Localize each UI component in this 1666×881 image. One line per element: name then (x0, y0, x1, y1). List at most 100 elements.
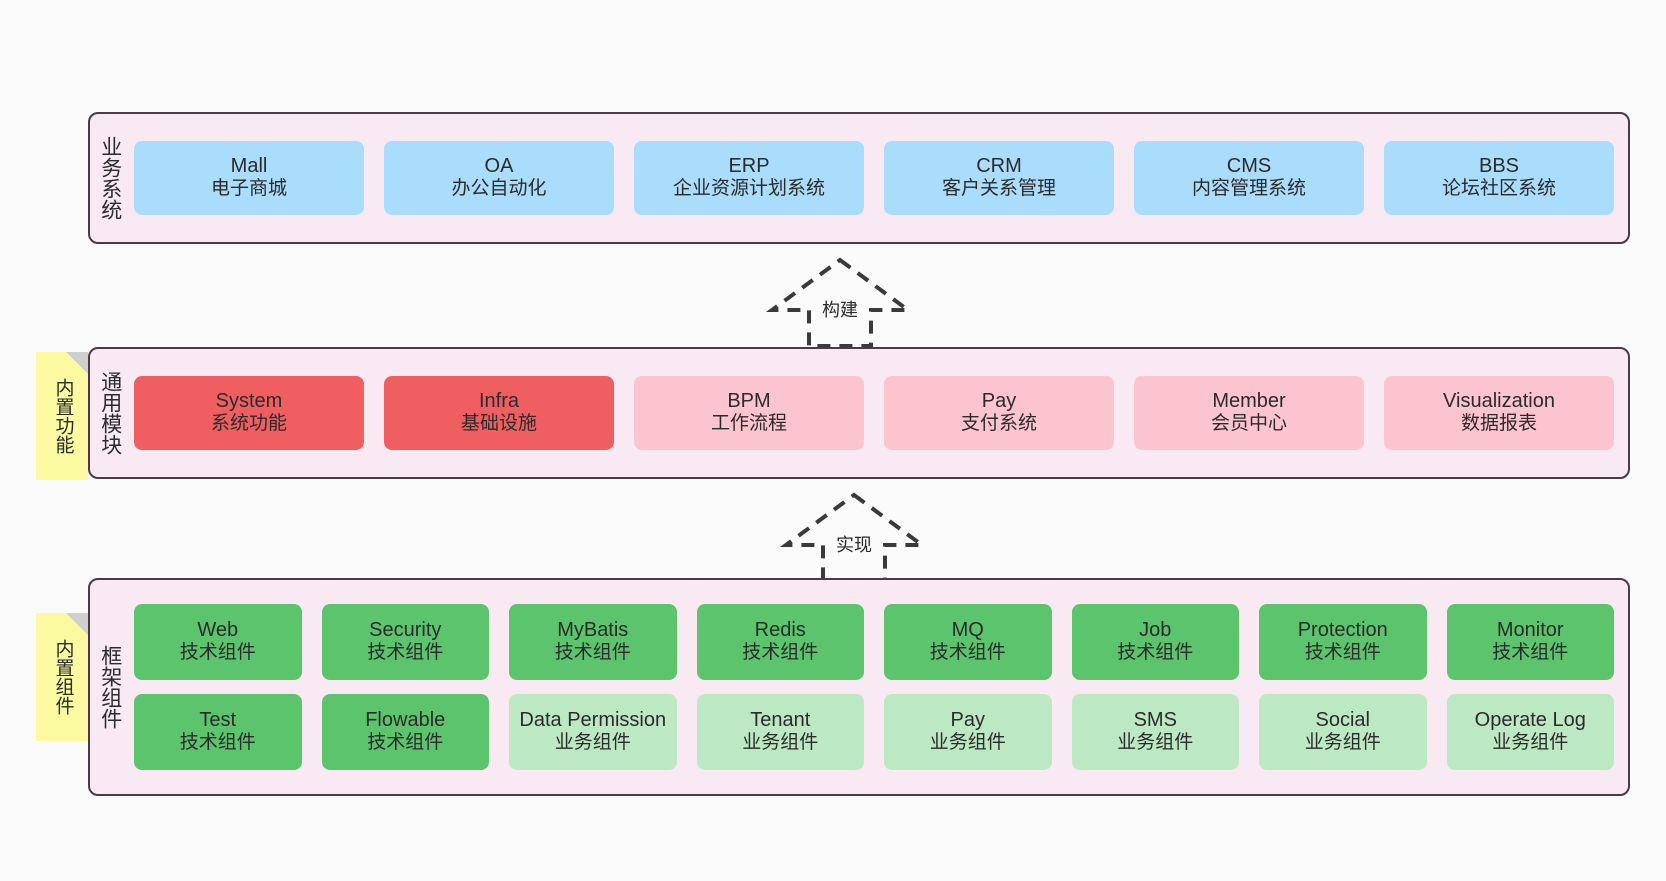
node-subtitle: 技术组件 (554, 642, 631, 664)
node-title: Operate Log (1474, 708, 1586, 731)
node-title: System (215, 389, 283, 412)
node-title: Monitor (1496, 618, 1564, 641)
node-subtitle: 技术组件 (179, 642, 256, 664)
node-subtitle: 办公自动化 (451, 178, 547, 200)
sticky-note-builtin-components: 内置组件 (36, 613, 88, 741)
node-title: ERP (728, 154, 770, 177)
node-title: Security (369, 618, 442, 641)
node-subtitle: 技术组件 (367, 732, 444, 754)
node-subtitle: 技术组件 (929, 642, 1006, 664)
node-title: BPM (727, 389, 771, 412)
node-subtitle: 业务组件 (742, 732, 819, 754)
node-subtitle: 技术组件 (1492, 642, 1569, 664)
node-title: Member (1212, 389, 1286, 412)
layer-common-label: 通用模块 (98, 371, 122, 455)
node-title: Visualization (1443, 389, 1555, 412)
node-subtitle: 支付系统 (960, 413, 1037, 435)
connector-implement-label: 实现 (836, 535, 872, 555)
node-title: Job (1139, 618, 1172, 641)
node-subtitle: 电子商城 (210, 178, 287, 200)
sticky-note-builtin-components-label: 内置组件 (52, 639, 74, 715)
node-subtitle: 业务组件 (554, 732, 631, 754)
node-subtitle: 技术组件 (1304, 642, 1381, 664)
node-title: Pay (950, 708, 985, 731)
node-subtitle: 内容管理系统 (1191, 178, 1306, 200)
sticky-note-builtin-features: 内置功能 (36, 352, 88, 480)
node-subtitle: 基础设施 (460, 413, 537, 435)
node-title: Protection (1297, 618, 1388, 641)
connector-implement: 实现 (774, 491, 934, 583)
node-title: CRM (976, 154, 1022, 177)
node-title: CMS (1226, 154, 1272, 177)
node-title: Data Permission (519, 708, 667, 731)
node-title: Web (197, 618, 239, 641)
node-subtitle: 技术组件 (179, 732, 256, 754)
node-title: Tenant (750, 708, 811, 731)
node-subtitle: 会员中心 (1210, 413, 1287, 435)
node-title: MQ (951, 618, 984, 641)
sticky-note-builtin-features-label: 内置功能 (52, 378, 74, 454)
node-title: Social (1315, 708, 1370, 731)
node-subtitle: 论坛社区系统 (1441, 178, 1556, 200)
node-subtitle: 业务组件 (929, 732, 1006, 754)
node-subtitle: 系统功能 (210, 413, 287, 435)
node-subtitle: 工作流程 (710, 413, 787, 435)
node-title: Mall (230, 154, 268, 177)
connector-build-label: 构建 (822, 300, 858, 320)
node-title: SMS (1133, 708, 1177, 731)
connector-build: 构建 (760, 256, 920, 348)
node-title: BBS (1478, 154, 1520, 177)
node-title: Flowable (365, 708, 446, 731)
node-title: MyBatis (557, 618, 629, 641)
node-subtitle: 技术组件 (742, 642, 819, 664)
layer-business-label: 业务系统 (98, 136, 122, 220)
node-subtitle: 技术组件 (367, 642, 444, 664)
node-subtitle: 企业资源计划系统 (672, 178, 825, 200)
layer-framework-label: 框架组件 (98, 645, 122, 729)
node-title: Test (199, 708, 237, 731)
sticky-fold-corner-icon (66, 352, 88, 374)
node-subtitle: 业务组件 (1492, 732, 1569, 754)
node-title: Infra (478, 389, 520, 412)
node-subtitle: 客户关系管理 (941, 178, 1056, 200)
node-subtitle: 业务组件 (1304, 732, 1381, 754)
